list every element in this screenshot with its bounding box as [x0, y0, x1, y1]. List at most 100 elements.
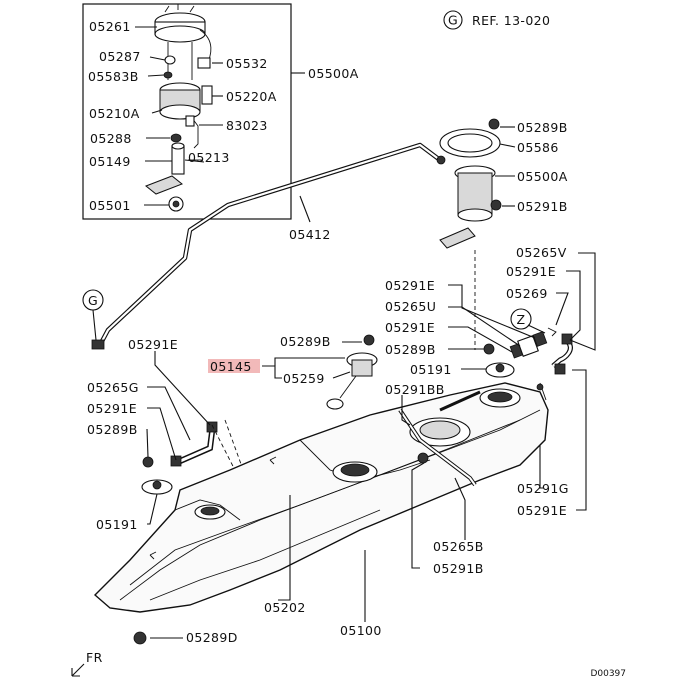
leader-05145: [274, 357, 345, 366]
label-05583b: 05583B: [88, 69, 139, 84]
hose-05265v-inner: [552, 341, 572, 367]
clamp-05291e-a: [532, 331, 548, 347]
clamp-05291e-left: [206, 421, 218, 433]
label-05500a: 05500A: [517, 169, 568, 184]
label-05291b-top: 05291B: [517, 199, 568, 214]
leader-05583b: [147, 74, 165, 77]
pump-flange-bottom: [154, 25, 206, 43]
label-05291e-b: 05291E: [385, 320, 435, 335]
leader-05291bb: [401, 395, 411, 426]
label-05289b-left: 05289B: [280, 334, 331, 349]
label-05210a: 05210A: [89, 106, 140, 121]
sender-body: [351, 359, 373, 377]
part-05501-center: [172, 200, 180, 208]
tank-left-shoulder: [174, 499, 241, 521]
label-05291bb: 05291BB: [385, 382, 445, 397]
label-05265g: 05265G: [87, 380, 139, 395]
nut-05289b-left2: [142, 456, 154, 468]
fuel-pump-05149: [171, 145, 185, 175]
left-hose-group: [141, 351, 246, 525]
leader-05191-left: [147, 493, 158, 525]
label-05586: 05586: [517, 140, 559, 155]
ref-text: REF. 13-020: [472, 13, 550, 28]
flange-terminals: [164, 4, 195, 13]
short-tube: [439, 390, 481, 412]
leader-05291e-bottom: [572, 369, 587, 511]
label-05287: 05287: [99, 49, 141, 64]
label-05220a: 05220A: [226, 89, 277, 104]
fuel-pump-top: [171, 142, 185, 150]
tank-arrow-2: [269, 456, 277, 465]
leader-05265u: [448, 306, 521, 347]
leader-05265g: [147, 386, 191, 441]
leader-05259: [332, 371, 351, 379]
fuel-line-joint: [436, 155, 446, 165]
label-83023: 83023: [226, 118, 268, 133]
hose-05265g-outer: [176, 431, 215, 465]
leader-05289b-left2: [146, 428, 149, 458]
label-05532: 05532: [226, 56, 268, 71]
sender-unit: [208, 334, 378, 410]
leader-05145-bracket: [262, 365, 282, 379]
filler-hose-group: Z: [448, 252, 596, 511]
nut-05289b-mid: [483, 343, 495, 355]
label-05291e-left2: 05291E: [87, 401, 137, 416]
label-05291e-bottom: 05291E: [517, 503, 567, 518]
leader-05291e-left2: [147, 407, 177, 461]
ref-circle-letter: G: [448, 13, 458, 28]
label-05145: 05145: [210, 359, 252, 374]
highlight-05145: [208, 359, 260, 373]
leader-05210a: [151, 109, 163, 114]
label-05291e-left: 05291E: [128, 337, 178, 352]
label-05265b: 05265B: [433, 539, 484, 554]
label-05265v: 05265V: [516, 245, 567, 260]
circle-g-letter: G: [88, 293, 98, 308]
inset-frame: [82, 3, 292, 220]
leader-05586: [499, 143, 516, 148]
sender-arm: [339, 375, 357, 399]
leader-05291b-bottom: [411, 462, 425, 569]
fuel-line-inner: [99, 143, 441, 346]
label-05191-right: 05191: [410, 362, 452, 377]
clamp-05532: [197, 57, 211, 69]
front-direction-marker: FR: [71, 650, 102, 677]
label-05291e-a: 05291E: [385, 278, 435, 293]
clamp-05291b-top: [490, 199, 502, 211]
label-05291b-bottom: 05291B: [433, 561, 484, 576]
label-05289d: 05289D: [186, 630, 238, 645]
connector-83023: [185, 115, 195, 127]
label-05202: 05202: [264, 600, 306, 615]
ref-circle: [443, 10, 463, 30]
leader-05412: [299, 195, 311, 223]
harness-83023: [191, 117, 199, 149]
oring-05288: [170, 133, 182, 143]
tank-rib-2: [149, 509, 381, 601]
clip-05583b: [163, 71, 173, 79]
pump-module-assembly: [439, 118, 516, 350]
clamp-05291b-bottom: [417, 452, 429, 464]
fuel-line-end-connector: [91, 339, 105, 350]
label-05412: 05412: [289, 227, 331, 242]
leader-05265b: [454, 477, 466, 540]
module-strainer: [439, 227, 476, 249]
clip-05269: [547, 327, 557, 337]
sender-float: [326, 398, 344, 410]
module-body: [457, 172, 493, 216]
nut-05289d: [133, 631, 147, 645]
leader-05202: [278, 495, 291, 601]
circle-z-letter: Z: [517, 312, 526, 327]
nut-05289b-left: [363, 334, 375, 346]
label-05265u: 05265U: [385, 299, 436, 314]
label-05500a-box: 05500A: [308, 66, 359, 81]
callout-labels: 05261 05287 05583B 05532 05500A 05210A 0…: [87, 19, 626, 679]
circle-g-marker: G: [82, 289, 104, 341]
clip-05291g-head: [536, 383, 544, 391]
part-05220a: [201, 85, 213, 105]
label-05289b-left2: 05289B: [87, 422, 138, 437]
strainer: [145, 175, 183, 195]
label-05291e-right: 05291E: [506, 264, 556, 279]
pump-module-inset: [82, 3, 292, 220]
label-05100: 05100: [340, 623, 382, 638]
